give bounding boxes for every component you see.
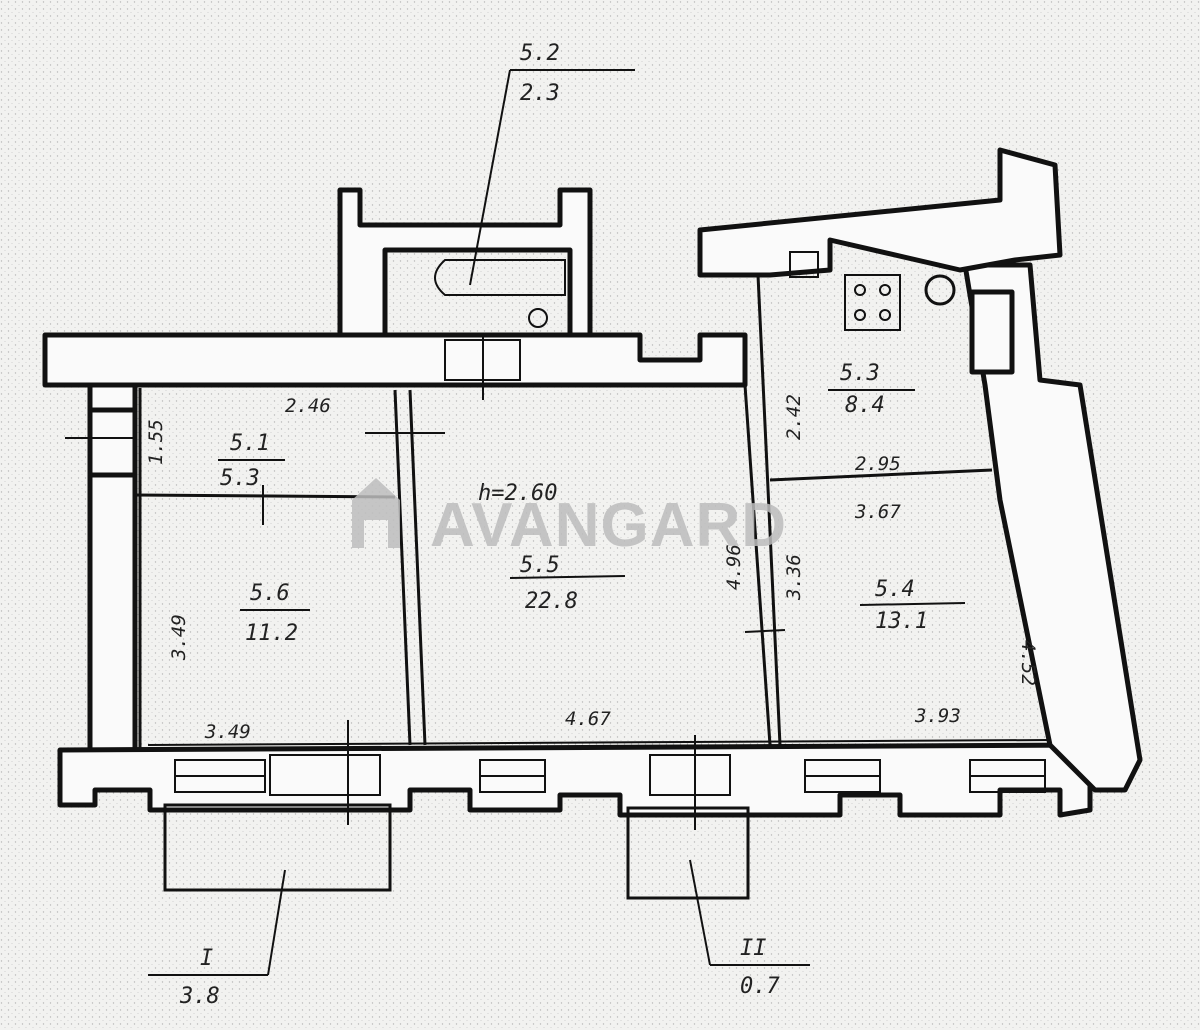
room-5-2-area: 2.3 xyxy=(520,81,560,106)
balcony-2-area: 0.7 xyxy=(740,974,780,999)
leader-lines xyxy=(148,69,966,976)
room-5-6-area: 11.2 xyxy=(245,621,298,646)
sink-icon xyxy=(924,274,956,306)
ceiling-height: h=2.60 xyxy=(478,481,557,506)
room-5-1-area: 5.3 xyxy=(220,466,260,491)
balcony-1-area: 3.8 xyxy=(179,984,220,1009)
dim-2-46: 2.46 xyxy=(285,395,331,417)
stove-icon xyxy=(844,274,901,331)
bottom-windows xyxy=(174,754,1046,796)
room-5-3-label: 5.3 xyxy=(840,361,880,386)
dim-3-67: 3.67 xyxy=(854,501,901,523)
bathtub-icon xyxy=(434,259,566,328)
dim-4-96: 4.96 xyxy=(723,544,745,590)
dim-3-93: 3.93 xyxy=(914,705,961,727)
dim-3-49-horizontal: 3.49 xyxy=(204,721,251,743)
dimension-labels: 2.46 1.55 3.49 3.49 4.67 4.96 2.42 2.95 … xyxy=(145,394,1039,743)
room-labels: 5.2 2.3 5.1 5.3 5.6 11.2 h=2.60 5.5 22.8… xyxy=(179,41,928,1009)
dim-2-95: 2.95 xyxy=(855,453,901,475)
dim-3-36: 3.36 xyxy=(783,554,805,601)
dim-4-67: 4.67 xyxy=(565,708,611,730)
room-5-5-area: 22.8 xyxy=(525,589,578,614)
shaft-icon xyxy=(789,251,819,278)
room-5-4-label: 5.4 xyxy=(875,577,915,602)
outer-walls xyxy=(42,147,1143,818)
room-5-4-area: 13.1 xyxy=(875,609,928,634)
balcony-2-outline xyxy=(626,806,750,900)
dim-4-52: 4.52 xyxy=(1017,640,1039,686)
watermark: AVANGARD xyxy=(352,478,787,560)
room-5-5-label: 5.5 xyxy=(520,553,560,578)
a-house-logo-icon xyxy=(352,478,400,548)
room-5-6-label: 5.6 xyxy=(250,581,290,606)
dim-2-42: 2.42 xyxy=(783,394,805,440)
room-5-3-area: 8.4 xyxy=(845,393,885,418)
dimension-ticks xyxy=(65,335,786,830)
dim-3-49-vertical: 3.49 xyxy=(168,614,190,661)
room-5-1-label: 5.1 xyxy=(230,431,270,456)
dim-1-55: 1.55 xyxy=(145,419,167,465)
balcony-2-label: II xyxy=(740,936,767,961)
partitions xyxy=(134,274,1051,748)
watermark-text: AVANGARD xyxy=(430,491,787,560)
balcony-1-outline xyxy=(163,803,392,892)
balcony-1-label: I xyxy=(200,946,213,971)
room-5-2-label: 5.2 xyxy=(520,41,560,66)
